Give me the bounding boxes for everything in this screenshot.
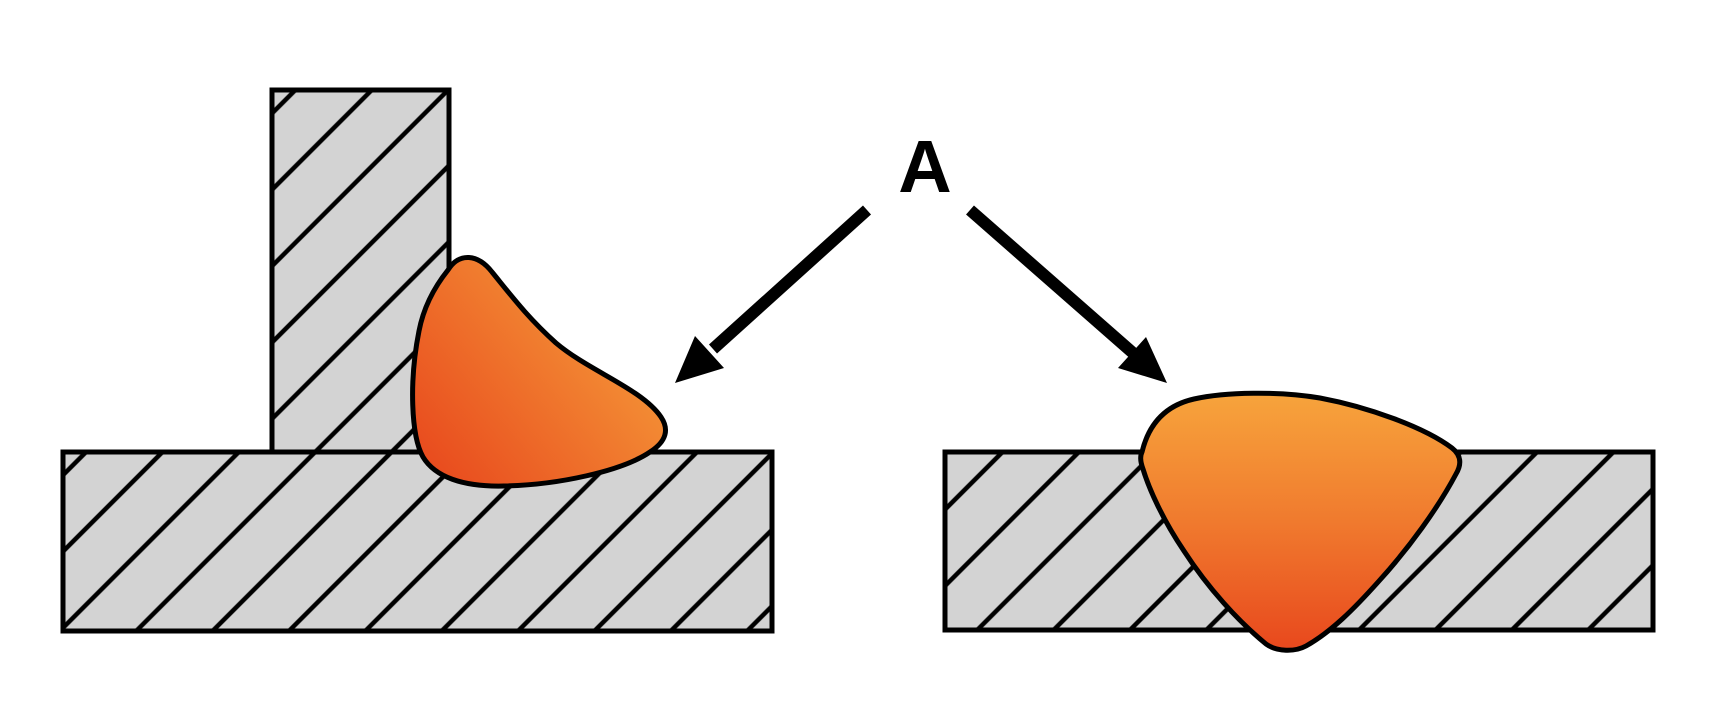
arrow-right-head-icon — [1118, 337, 1167, 383]
callout-a: A — [675, 125, 1167, 383]
right-weld-bead — [1138, 390, 1463, 653]
tee-joint-diagram — [60, 87, 775, 634]
left-weld-bead — [410, 255, 669, 489]
left-base-plate — [60, 449, 775, 634]
arrow-left-shaft — [708, 205, 872, 354]
arrow-right — [966, 205, 1167, 383]
arrow-left-head-icon — [675, 336, 724, 383]
arrow-right-shaft — [966, 205, 1137, 358]
arrow-left — [675, 205, 872, 383]
butt-joint-diagram — [942, 390, 1656, 653]
label-a-text: A — [898, 125, 951, 208]
